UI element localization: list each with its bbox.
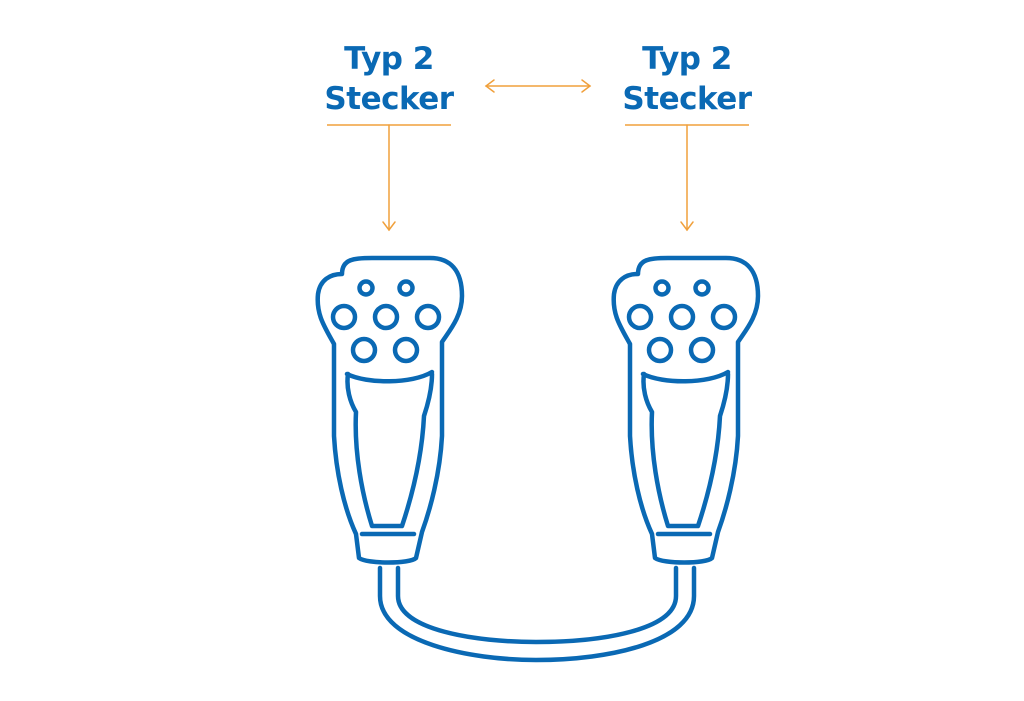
left-down-arrow-icon <box>382 124 396 232</box>
right-connector-type: Typ 2 <box>642 41 732 77</box>
left-connector-type: Typ 2 <box>344 41 434 77</box>
right-connector-kind: Stecker <box>622 81 752 117</box>
right-connector-label: Typ 2 Stecker <box>587 39 787 119</box>
right-type-2-plug-icon <box>614 258 758 563</box>
cable-outer <box>377 565 697 663</box>
left-type-2-plug-icon <box>318 258 462 563</box>
left-connector-label: Typ 2 Stecker <box>289 39 489 119</box>
left-connector-kind: Stecker <box>324 81 454 117</box>
right-down-arrow-icon <box>680 124 694 232</box>
cable-inner <box>395 565 679 645</box>
double-arrow-icon <box>484 79 592 93</box>
